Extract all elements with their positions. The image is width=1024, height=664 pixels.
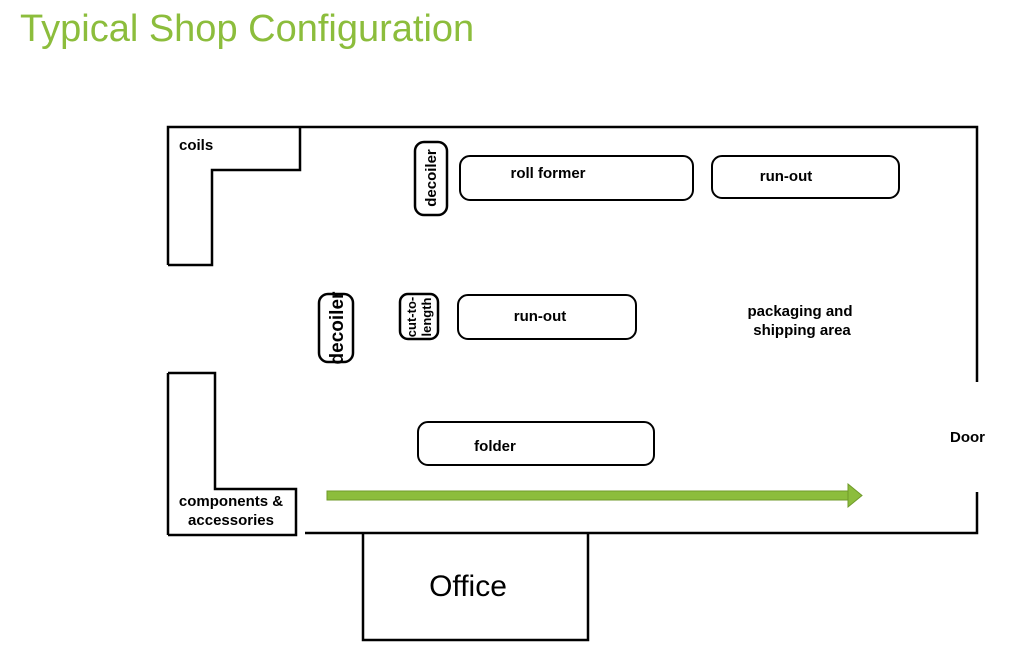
packaging-label-line1: packaging and xyxy=(747,303,852,320)
door-label: Door xyxy=(950,429,985,446)
run-out-top xyxy=(711,155,900,199)
decoiler-mid-label: decoiler xyxy=(327,291,348,364)
components-label-line1: components & xyxy=(179,493,283,510)
decoiler-mid xyxy=(317,292,355,364)
roll-former xyxy=(459,155,694,201)
wall-bottom xyxy=(305,492,979,535)
components-area xyxy=(168,371,298,537)
cut-to-length-label-line1: cut-to- xyxy=(404,297,419,337)
cut-to-length-label-line2: length xyxy=(419,297,434,336)
run-out-mid-label: run-out xyxy=(514,308,566,325)
folder xyxy=(417,421,655,466)
decoiler-top-label: decoiler xyxy=(423,149,440,207)
cut-to-length xyxy=(398,292,440,341)
run-out-top-label: run-out xyxy=(760,168,812,185)
packaging-label-line2: shipping area xyxy=(753,322,851,339)
building-walls xyxy=(166,125,979,535)
folder-label: folder xyxy=(474,438,516,455)
run-out-mid xyxy=(457,294,637,340)
flow-arrow xyxy=(326,482,863,509)
page-title: Typical Shop Configuration xyxy=(20,8,475,50)
coils-label: coils xyxy=(179,137,213,154)
office-label: Office xyxy=(429,570,507,603)
components-label-line2: accessories xyxy=(188,512,274,529)
decoiler-top xyxy=(413,140,449,217)
office xyxy=(361,533,590,642)
roll-former-label: roll former xyxy=(510,165,585,182)
coils-area xyxy=(168,127,302,267)
wall-top xyxy=(166,125,979,382)
